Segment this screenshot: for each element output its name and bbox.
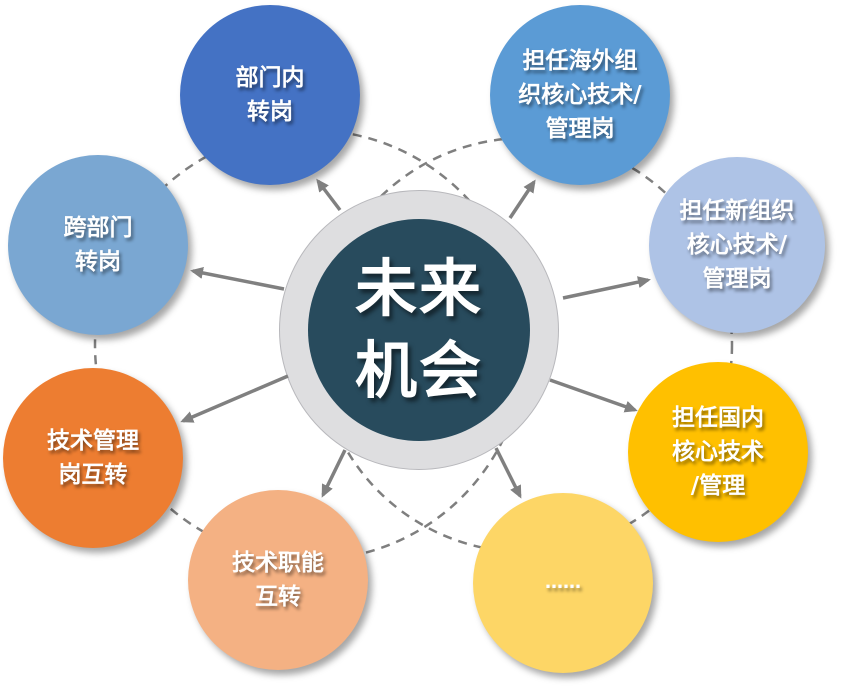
node-domestic-core: 担任国内 核心技术 /管理	[628, 362, 808, 542]
node-overseas-core: 担任海外组 织核心技术/ 管理岗	[490, 5, 670, 185]
node-label: 担任国内 核心技术 /管理	[672, 405, 764, 499]
node-label: 跨部门 转岗	[63, 215, 133, 275]
node-tech-function: 技术职能 互转	[188, 490, 368, 670]
node-new-org-core: 担任新组织 核心技术/ 管理岗	[649, 157, 825, 333]
node-more: ……	[473, 493, 653, 673]
node-dept-internal: 部门内 转岗	[180, 5, 360, 185]
node-label: 担任海外组 织核心技术/ 管理岗	[518, 48, 642, 142]
node-label: 担任新组织 核心技术/ 管理岗	[679, 198, 795, 292]
node-label: 技术职能 互转	[232, 550, 324, 610]
node-label: ……	[545, 572, 581, 593]
center-title: 未来 机会	[354, 252, 483, 407]
node-label: 技术管理 岗互转	[47, 428, 139, 488]
center-hub: 未来 机会	[308, 219, 530, 441]
node-tech-mgmt: 技术管理 岗互转	[3, 368, 183, 548]
node-cross-dept: 跨部门 转岗	[8, 155, 188, 335]
node-label: 部门内 转岗	[235, 65, 305, 125]
